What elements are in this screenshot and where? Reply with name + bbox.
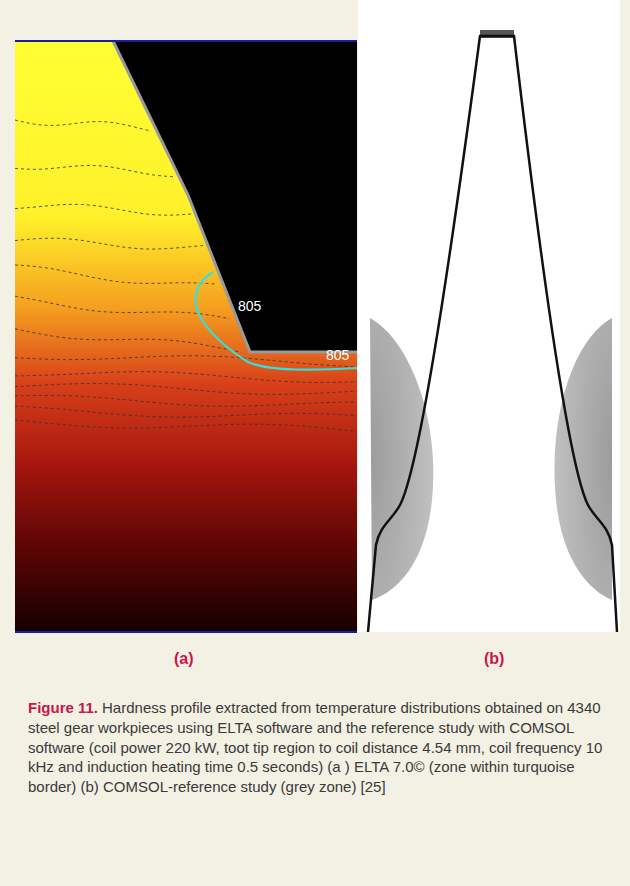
figure-caption: Figure 11.Hardness profile extracted fro… — [28, 698, 606, 797]
elta-panel — [15, 41, 357, 632]
figure-number: Figure 11. — [28, 699, 98, 716]
panel-label: (b) — [484, 650, 504, 668]
caption-text: Hardness profile extracted from temperat… — [28, 699, 602, 795]
isotherm-value: 805 — [326, 347, 349, 363]
panel-label: (a) — [174, 650, 194, 668]
comsol-panel — [358, 0, 620, 632]
isotherm-value: 805 — [238, 298, 261, 314]
